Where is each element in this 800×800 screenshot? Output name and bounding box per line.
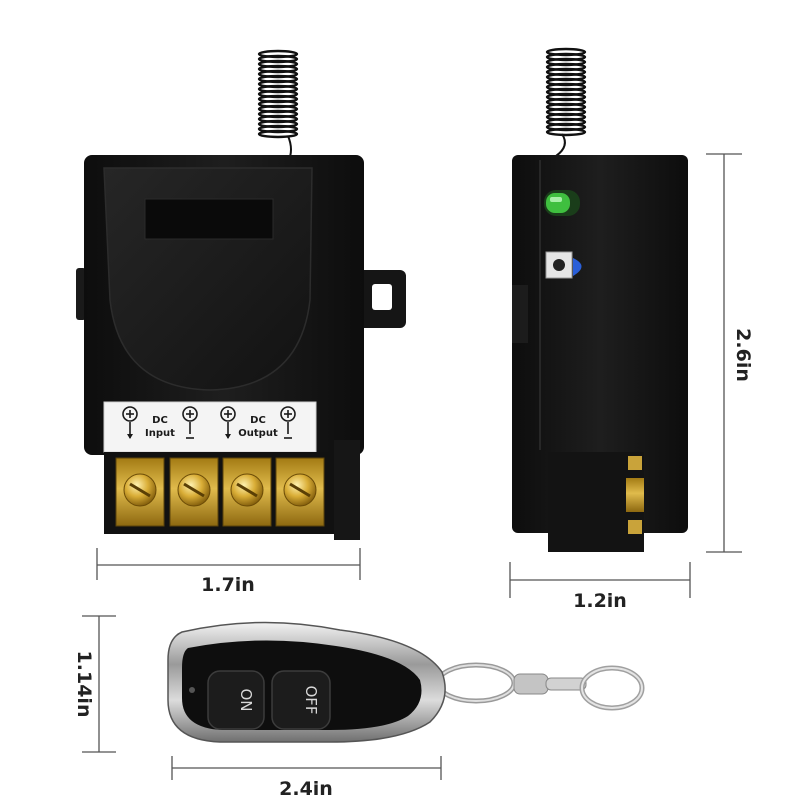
dimension-height xyxy=(706,153,742,553)
plus-terminal-icon xyxy=(122,406,138,439)
coil-turn xyxy=(257,129,299,139)
receiver-side-view xyxy=(512,47,688,552)
input-label-bottom: Input xyxy=(145,428,175,439)
terminal-symbols xyxy=(122,406,296,439)
input-label-top: DC xyxy=(152,415,168,426)
terminal-label-panel xyxy=(103,401,317,453)
off-button[interactable]: OFF xyxy=(271,670,331,730)
output-label-bottom: Output xyxy=(238,428,278,439)
remote-control: ON OFF xyxy=(167,621,645,743)
minus-terminal-icon xyxy=(182,406,198,439)
antenna-coil-front xyxy=(257,49,299,139)
on-button[interactable]: ON xyxy=(207,670,265,730)
green-led-icon xyxy=(544,190,580,216)
output-label-top: DC xyxy=(250,415,266,426)
dimension-front-width xyxy=(96,548,361,580)
dimension-remote-height xyxy=(82,615,116,753)
receiver-front-view: DC Input DC Output xyxy=(76,49,406,540)
keyring xyxy=(435,662,645,711)
screw-slot xyxy=(236,482,258,498)
learn-button[interactable] xyxy=(545,251,573,279)
dimension-remote-width xyxy=(171,756,442,780)
plus-terminal-icon xyxy=(220,406,236,439)
remote-led-icon xyxy=(189,687,195,693)
side-width-label: 1.2in xyxy=(573,590,627,612)
screw-terminals xyxy=(115,457,325,527)
coil-turn xyxy=(545,127,587,137)
minus-terminal-icon xyxy=(280,406,296,439)
side-housing xyxy=(512,155,688,533)
off-button-label: OFF xyxy=(302,685,320,714)
screw-slot xyxy=(183,482,205,498)
height-label: 2.6in xyxy=(732,328,754,382)
front-width-label: 1.7in xyxy=(201,574,255,596)
label-window xyxy=(144,198,274,240)
screw-slot xyxy=(129,482,151,498)
dimension-side-width xyxy=(509,562,691,598)
blue-led-icon xyxy=(573,258,582,276)
remote-height-label: 1.14in xyxy=(73,651,95,718)
screw-slot xyxy=(289,482,311,498)
on-button-label: ON xyxy=(237,688,255,711)
remote-width-label: 2.4in xyxy=(279,778,333,800)
antenna-coil-side xyxy=(545,47,587,137)
